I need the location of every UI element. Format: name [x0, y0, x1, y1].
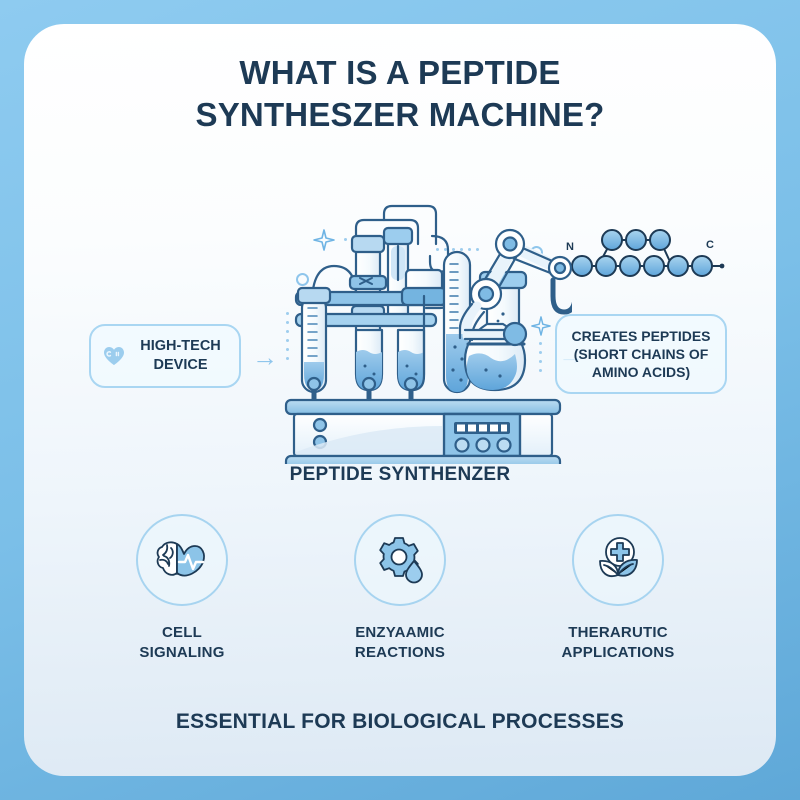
- callout-right-line-2: (SHORT CHAINS OF: [573, 345, 709, 362]
- feature-label-line-2: REACTIONS: [354, 644, 446, 662]
- callout-right-line-1: CREATES PEPTIDES: [571, 327, 711, 344]
- chain-c-label: C: [706, 239, 714, 251]
- gear-droplet-icon: [379, 537, 423, 584]
- peptide-synthesizer-illustration: [284, 204, 572, 464]
- feature-therapeutic-applications[interactable]: THERARUTIC APPLICATIONS: [543, 514, 693, 664]
- callout-left-label: HIGH-TECH DEVICE: [140, 338, 221, 373]
- feature-icon-circle: [136, 514, 228, 606]
- feature-label-line-2: APPLICATIONS: [561, 644, 675, 662]
- feature-enzymatic-reactions[interactable]: ENZYAAMIC REACTIONS: [325, 514, 475, 664]
- feature-label-line-1: ENZYAAMIC: [355, 624, 445, 641]
- feature-row: CELL SIGNALING ENZYAAMIC REACTIONS: [24, 514, 776, 664]
- feature-icon-circle: [354, 514, 446, 606]
- page-title: WHAT IS A PEPTIDE SYNTHESZER MACHINE?: [24, 52, 776, 136]
- heart-icon: [104, 347, 124, 365]
- feature-cell-signaling[interactable]: CELL SIGNALING: [107, 514, 257, 664]
- feature-label: ENZYAAMIC REACTIONS: [355, 623, 445, 664]
- callout-high-tech-device[interactable]: HIGH-TECH DEVICE: [89, 324, 241, 388]
- feature-label: THERARUTIC APPLICATIONS: [562, 623, 675, 664]
- infographic-card: WHAT IS A PEPTIDE SYNTHESZER MACHINE?: [24, 24, 776, 776]
- feature-icon-circle: [572, 514, 664, 606]
- feature-label: CELL SIGNALING: [139, 623, 224, 664]
- feature-label-line-2: SIGNALING: [139, 644, 225, 662]
- machine-caption: PEPTIDE SYNTHENZER: [289, 464, 511, 485]
- arrow-right-icon-left: →: [252, 342, 278, 372]
- footer-text: ESSENTIAL FOR BIOLOGICAL PROCESSES: [175, 710, 625, 733]
- medical-cross-leaves-icon: [599, 537, 638, 577]
- brain-heart-icon: [156, 541, 205, 577]
- title-line-1: WHAT IS A PEPTIDE: [239, 54, 561, 91]
- callout-right-line-3: AMINO ACIDS): [591, 364, 691, 381]
- peptide-chain-diagram: N C: [553, 229, 725, 277]
- chain-n-label: N: [566, 241, 574, 253]
- feature-label-line-1: THERARUTIC: [568, 624, 668, 641]
- callout-creates-peptides[interactable]: CREATES PEPTIDES (SHORT CHAINS OF AMINO …: [555, 314, 727, 394]
- feature-label-line-1: CELL: [162, 624, 202, 641]
- title-line-2: SYNTHESZER MACHINE?: [195, 96, 605, 134]
